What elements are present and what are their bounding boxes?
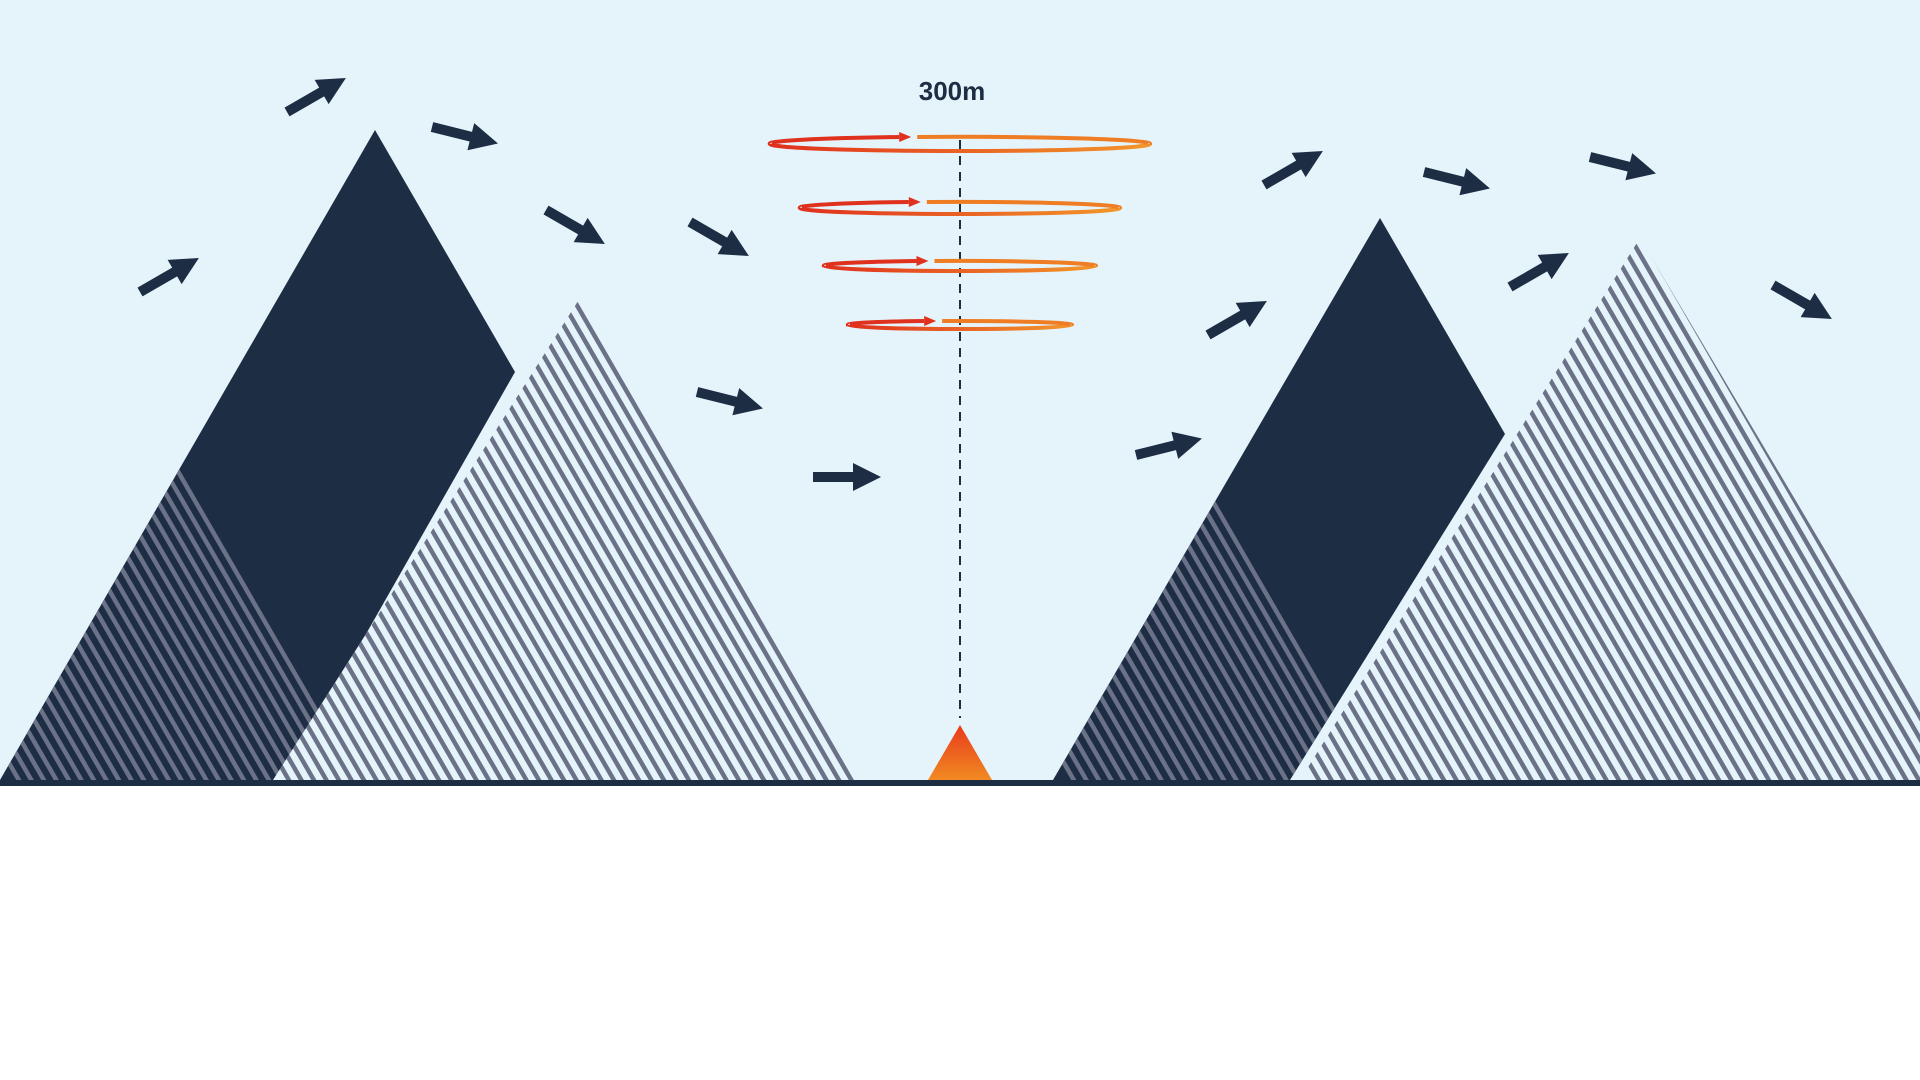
wind-arrow-icon	[1261, 151, 1323, 190]
wind-arrow-icon	[687, 217, 749, 256]
direction-arrowhead-icon	[899, 132, 912, 142]
wind-arrow-icon	[1507, 253, 1569, 292]
direction-arrowhead-icon	[916, 256, 929, 266]
wind-arrows	[137, 78, 1832, 491]
wind-arrow-icon	[284, 78, 346, 117]
wind-arrow-icon	[1134, 431, 1202, 460]
wind-arrow-icon	[430, 122, 498, 151]
wind-arrow-icon	[1205, 301, 1267, 340]
ground-line	[0, 780, 1920, 786]
wind-arrow-icon	[1588, 152, 1656, 181]
wind-arrow-icon	[137, 258, 199, 297]
wind-arrow-icon	[813, 463, 881, 491]
wind-arrow-icon	[543, 205, 605, 244]
direction-arrowhead-icon	[924, 316, 937, 326]
wind-arrow-icon	[1422, 167, 1490, 196]
thermal-spirals	[767, 132, 1153, 331]
ground-area	[0, 782, 1920, 1080]
heat-source-cone	[928, 725, 992, 780]
wind-arrow-icon	[1770, 280, 1832, 319]
direction-arrowhead-icon	[908, 197, 921, 207]
wind-arrow-icon	[695, 387, 763, 416]
altitude-label: 300m	[919, 76, 986, 106]
